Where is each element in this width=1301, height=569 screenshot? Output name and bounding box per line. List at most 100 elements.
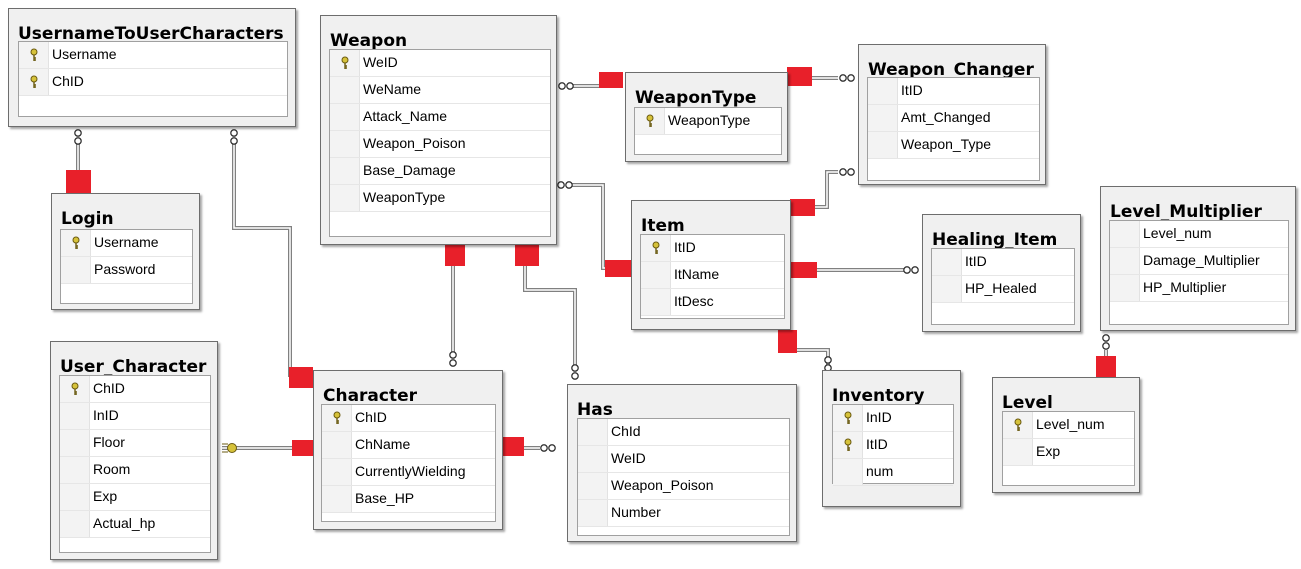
column-row[interactable]: Level_num	[1110, 221, 1288, 248]
column-row[interactable]: Base_HP	[322, 486, 495, 513]
column-row[interactable]: HP_Multiplier	[1110, 275, 1288, 302]
column-row[interactable]: ChID	[19, 69, 287, 96]
column-row[interactable]: HP_Healed	[932, 276, 1074, 303]
rel-end	[1096, 356, 1116, 377]
row-selector[interactable]	[932, 276, 962, 302]
column-row[interactable]: ItID	[833, 432, 953, 459]
row-selector[interactable]	[322, 459, 352, 485]
row-selector[interactable]	[635, 108, 665, 134]
row-selector[interactable]	[641, 235, 671, 261]
row-selector[interactable]	[60, 376, 90, 402]
row-selector[interactable]	[1110, 248, 1140, 274]
column-row[interactable]: Username	[19, 42, 287, 69]
row-selector[interactable]	[330, 50, 360, 76]
column-row[interactable]: WeaponType	[330, 185, 550, 212]
row-selector[interactable]	[322, 405, 352, 431]
column-row[interactable]: Level_num	[1003, 412, 1134, 439]
row-selector[interactable]	[578, 419, 608, 445]
row-selector[interactable]	[60, 511, 90, 537]
column-row[interactable]: ItID	[641, 235, 784, 262]
row-selector[interactable]	[330, 104, 360, 130]
row-selector[interactable]	[60, 484, 90, 510]
column-row[interactable]: ChID	[60, 376, 210, 403]
row-selector[interactable]	[60, 430, 90, 456]
column-row[interactable]: Weapon_Poison	[578, 473, 789, 500]
row-selector[interactable]	[833, 405, 863, 431]
row-selector[interactable]	[61, 257, 91, 283]
row-selector[interactable]	[578, 473, 608, 499]
column-row[interactable]: Exp	[1003, 439, 1134, 466]
column-row[interactable]: ChID	[322, 405, 495, 432]
row-selector[interactable]	[868, 105, 898, 131]
table-title: Weapon	[330, 31, 408, 51]
column-row[interactable]: ItDesc	[641, 289, 784, 316]
column-row[interactable]: ChName	[322, 432, 495, 459]
row-selector[interactable]	[60, 403, 90, 429]
column-row[interactable]: Amt_Changed	[868, 105, 1039, 132]
row-selector[interactable]	[330, 185, 360, 211]
column-row[interactable]: Username	[61, 230, 192, 257]
row-selector[interactable]	[833, 432, 863, 458]
column-row[interactable]: Damage_Multiplier	[1110, 248, 1288, 275]
row-selector[interactable]	[641, 262, 671, 288]
column-row[interactable]: num	[833, 459, 953, 486]
column-row[interactable]: Password	[61, 257, 192, 284]
row-selector[interactable]	[19, 69, 49, 95]
column-row[interactable]: InID	[833, 405, 953, 432]
row-selector[interactable]	[60, 457, 90, 483]
row-selector[interactable]	[1003, 439, 1033, 465]
column-row[interactable]: WeID	[578, 446, 789, 473]
rel-end	[515, 244, 539, 266]
column-row[interactable]: Floor	[60, 430, 210, 457]
row-selector[interactable]	[578, 446, 608, 472]
row-selector[interactable]	[868, 132, 898, 158]
column-row[interactable]: ItName	[641, 262, 784, 289]
row-selector[interactable]	[868, 78, 898, 104]
row-selector[interactable]	[578, 500, 608, 526]
column-row[interactable]: Number	[578, 500, 789, 527]
column-row[interactable]: WeaponType	[635, 108, 781, 135]
row-selector[interactable]	[330, 131, 360, 157]
row-selector[interactable]	[1003, 412, 1033, 438]
column-row[interactable]: Exp	[60, 484, 210, 511]
row-selector[interactable]	[19, 42, 49, 68]
column-row[interactable]: Attack_Name	[330, 104, 550, 131]
column-row[interactable]: Weapon_Type	[868, 132, 1039, 159]
row-selector[interactable]	[330, 77, 360, 103]
row-selector[interactable]	[1110, 221, 1140, 247]
row-selector[interactable]	[833, 459, 863, 485]
column-row[interactable]: Room	[60, 457, 210, 484]
row-selector[interactable]	[641, 289, 671, 315]
table-title: Inventory	[832, 386, 925, 406]
column-row[interactable]: ItID	[868, 78, 1039, 105]
column-row[interactable]: WeID	[330, 50, 550, 77]
column-row[interactable]: ItID	[932, 249, 1074, 276]
row-selector[interactable]	[61, 230, 91, 256]
row-selector[interactable]	[1110, 275, 1140, 301]
column-row[interactable]: ChId	[578, 419, 789, 446]
column-row[interactable]: Base_Damage	[330, 158, 550, 185]
column-row[interactable]: WeName	[330, 77, 550, 104]
column-row[interactable]: Weapon_Poison	[330, 131, 550, 158]
column-row[interactable]: CurrentlyWielding	[322, 459, 495, 486]
row-selector[interactable]	[322, 432, 352, 458]
column-row[interactable]: Actual_hp	[60, 511, 210, 538]
column-name: ChID	[355, 409, 387, 425]
row-selector[interactable]	[322, 486, 352, 512]
column-row[interactable]: InID	[60, 403, 210, 430]
row-selector[interactable]	[330, 158, 360, 184]
row-selector[interactable]	[932, 249, 962, 275]
